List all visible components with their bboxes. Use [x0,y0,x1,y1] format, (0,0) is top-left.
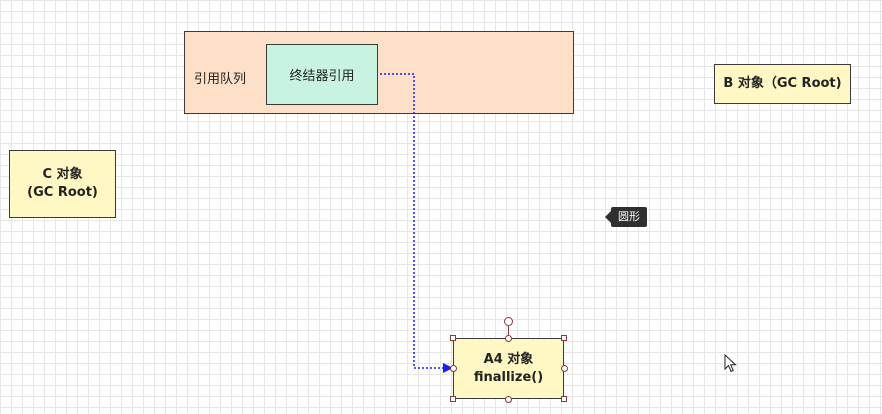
node-a4-label-line1: A4 对象 [483,351,534,367]
connect-handle-top[interactable] [505,335,512,342]
resize-handle-top-right[interactable] [561,335,567,341]
resize-handle-bottom-right[interactable] [561,396,567,402]
connect-handle-right[interactable] [561,365,568,372]
node-c-label-line2: (GC Root) [27,185,98,200]
finalizer-to-a4-edge[interactable] [380,73,453,373]
reference-queue-box[interactable]: 引用队列 [184,31,574,114]
node-b-label: B 对象（GC Root) [723,76,842,91]
node-c-label-line1: C 对象 [42,167,83,182]
finalizer-reference-label: 终结器引用 [289,69,355,84]
resize-handle-top-left[interactable] [450,335,456,341]
node-c-gc-root[interactable]: C 对象 (GC Root) [9,150,116,218]
node-b-gc-root[interactable]: B 对象（GC Root) [714,64,851,104]
shape-tooltip-text: 圆形 [618,210,640,223]
rotate-handle[interactable] [504,317,513,326]
connect-handle-bottom[interactable] [505,396,512,403]
reference-queue-label: 引用队列 [194,72,247,87]
finalizer-reference-box[interactable]: 终结器引用 [266,44,378,105]
resize-handle-bottom-left[interactable] [450,396,456,402]
rotate-handle-stem [508,326,509,338]
node-a4-selected[interactable]: A4 对象 finallize() [453,338,564,399]
shape-tooltip: 圆形 [605,207,647,227]
mouse-pointer-icon [724,354,737,373]
connect-handle-left[interactable] [450,365,457,372]
node-a4-label-line2: finallize() [473,369,544,385]
